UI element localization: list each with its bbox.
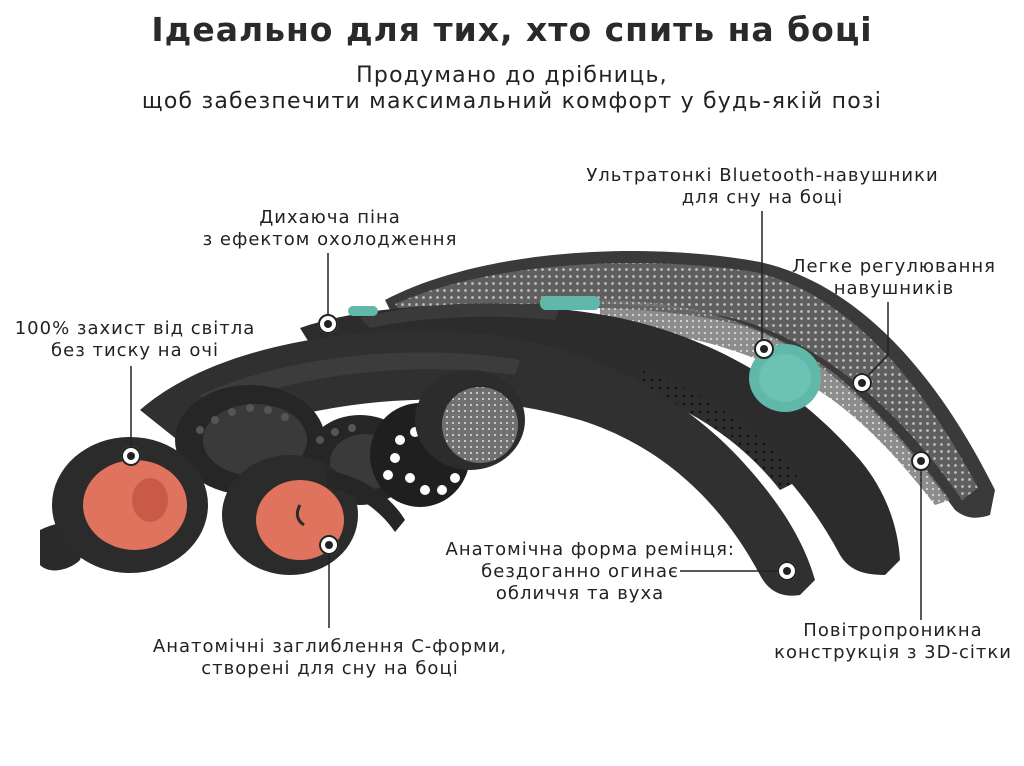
marker-light-block [121,446,141,466]
callout-easy-adjust: Легке регулювання навушників [776,256,1012,300]
subtitle-line-1: Продумано до дрібниць, [356,63,668,88]
callout-cooling-foam-line-1: Дихаюча піна [259,207,401,228]
callout-mesh-line-2: конструкція з 3D-сітки [774,642,1012,663]
marker-mesh [911,451,931,471]
callout-strap-shape: Анатомічна форма ремінця: бездоганно оги… [400,539,735,605]
callout-light-block-line-1: 100% захист від світла [14,318,256,339]
callout-markers [121,314,931,581]
callout-cooling-foam-line-2: з ефектом охолодження [202,229,458,250]
callout-mesh-line-1: Повітропроникна [803,620,983,641]
callout-c-shape-cups: Анатомічні заглиблення С-форми, створені… [125,636,535,680]
callout-cooling-foam: Дихаюча піна з ефектом охолодження [180,207,480,251]
marker-cooling-foam [318,314,338,334]
marker-strap-shape [777,561,797,581]
callout-adjust-line-1: Легке регулювання [791,256,996,277]
marker-adjust [852,373,872,393]
mesh-layer [385,250,995,518]
callout-adjust-line-2: навушників [833,278,955,299]
callout-c-shape-line-2: створені для сну на боці [201,658,459,679]
page-title: Ідеально для тих, хто спить на боці [151,10,873,49]
callout-strap-line-2: бездоганно огинає [481,561,679,582]
callout-earbuds-line-1: Ультратонкі Bluetooth-навушники [586,165,939,186]
marker-earbuds [754,339,774,359]
earbud-parts [348,296,821,412]
front-strap-layer [140,330,815,596]
page-subtitle: Продумано до дрібниць, щоб забезпечити м… [0,63,1024,115]
marker-c-shape [319,535,339,555]
subtitle-line-2: щоб забезпечити максимальний комфорт у б… [141,89,883,114]
callout-strap-line-3: обличчя та вуха [495,583,665,604]
callout-earbuds-line-2: для сну на боці [681,187,844,208]
callout-light-block: 100% захист від світла без тиску на очі [0,318,270,362]
callout-ultrathin-earbuds: Ультратонкі Bluetooth-навушники для сну … [560,165,965,209]
callout-light-block-line-2: без тиску на очі [51,340,219,361]
callout-c-shape-line-1: Анатомічні заглиблення С-форми, [152,636,508,657]
callout-strap-line-1: Анатомічна форма ремінця: [445,539,735,560]
callout-mesh: Повітропроникна конструкція з 3D-сітки [762,620,1024,664]
